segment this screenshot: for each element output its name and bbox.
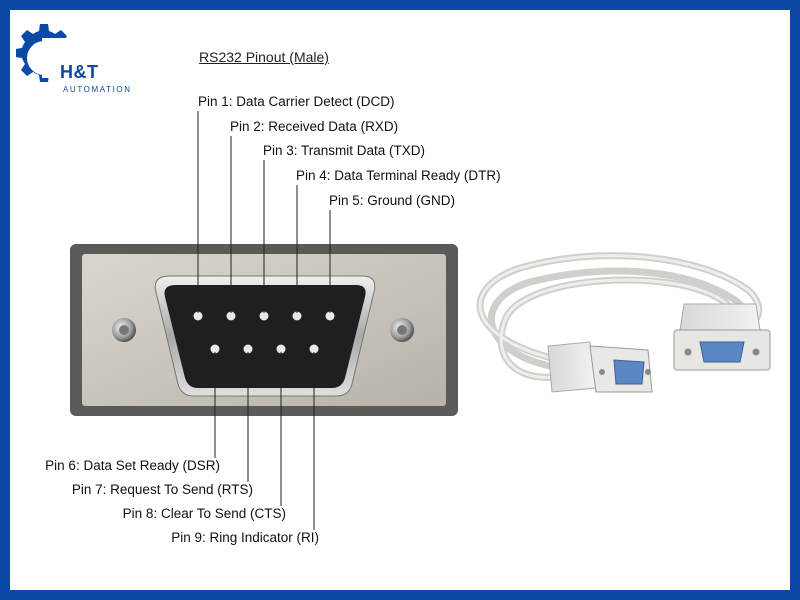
logo-subtitle: AUTOMATION <box>63 85 132 94</box>
db9-male-connector <box>70 244 458 416</box>
cable-plug-left <box>547 341 653 393</box>
screw-left-hole <box>119 325 129 335</box>
pin-5 <box>325 311 335 321</box>
cable-plug-right <box>673 303 771 371</box>
pin-label-9: Pin 9: Ring Indicator (RI) <box>171 530 319 545</box>
company-logo: H&T AUTOMATION <box>15 18 136 98</box>
pin-1 <box>193 311 203 321</box>
pin-7 <box>243 344 253 354</box>
pin-label-3: Pin 3: Transmit Data (TXD) <box>263 143 426 158</box>
pin-4 <box>292 311 302 321</box>
pin-label-8: Pin 8: Clear To Send (CTS) <box>122 506 286 521</box>
pin-row-top <box>193 311 335 321</box>
pin-label-5: Pin 5: Ground (GND) <box>329 193 456 208</box>
logo-title: H&T <box>60 62 99 82</box>
pin-label-2: Pin 2: Received Data (RXD) <box>230 119 399 134</box>
pin-label-1: Pin 1: Data Carrier Detect (DCD) <box>198 94 395 109</box>
serial-cable-image <box>476 252 771 393</box>
d-shell-insert <box>164 285 366 388</box>
pin-label-6: Pin 6: Data Set Ready (DSR) <box>45 458 220 473</box>
pin-9 <box>309 344 319 354</box>
leader-lines <box>197 111 331 530</box>
diagram-title: RS232 Pinout (Male) <box>199 49 329 65</box>
pin-label-4: Pin 4: Data Terminal Ready (DTR) <box>296 168 501 183</box>
pin-3 <box>259 311 269 321</box>
pin-2 <box>226 311 236 321</box>
pin-6 <box>210 344 220 354</box>
gear-icon <box>15 24 132 82</box>
pin-label-7: Pin 7: Request To Send (RTS) <box>71 482 253 497</box>
pin-8 <box>276 344 286 354</box>
screw-right-hole <box>397 325 407 335</box>
pin-row-bottom <box>210 344 319 354</box>
